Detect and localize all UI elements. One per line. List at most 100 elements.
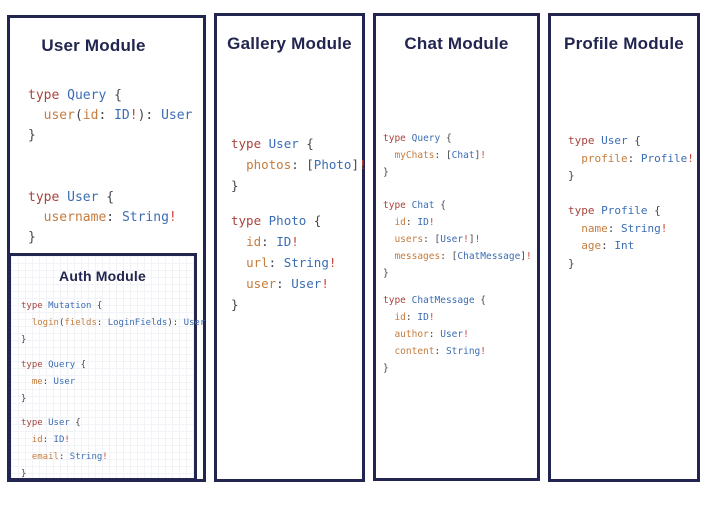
code-token [383, 251, 394, 262]
code-token [383, 312, 394, 323]
code-token: type [28, 88, 60, 103]
code-line: type Photo { [231, 210, 336, 231]
code-line: type Query { [21, 357, 86, 374]
code-token: ID [114, 108, 130, 123]
panel-title: Profile Module [564, 34, 684, 53]
code-line: name: String! [568, 220, 667, 238]
code-token: username [43, 210, 107, 225]
code-token: Chat [451, 150, 475, 161]
code-token: { [647, 204, 661, 217]
panel-chat-module: Chat Module type Query { myChats: [Chat]… [373, 13, 540, 481]
code-token [28, 108, 44, 123]
code-line: id: ID! [383, 309, 486, 326]
code-token: Query [48, 360, 76, 370]
code-token: User [601, 134, 628, 147]
code-token: ): [137, 108, 162, 123]
code-token: Query [411, 133, 441, 144]
code-token: type [383, 295, 406, 306]
code-line: } [231, 294, 336, 315]
code-line: type Query { [383, 130, 486, 147]
code-line: type User { [568, 132, 694, 150]
code-token: } [383, 363, 389, 374]
code-line: photos: [Photo]! [231, 154, 366, 175]
code-token: id [82, 108, 99, 123]
code-block: type Profile { name: String! age: Int} [568, 202, 667, 272]
code-token: Mutation [48, 301, 92, 311]
code-token [231, 276, 246, 291]
code-token: : [ [434, 150, 452, 161]
code-token: author [394, 329, 429, 340]
code-token: ChatMessage [411, 295, 475, 306]
code-line: login(fields: LoginFields): User [21, 315, 205, 332]
code-token: : [42, 435, 54, 445]
code-token: : [106, 210, 122, 225]
code-token [383, 346, 394, 357]
code-token: me [31, 377, 43, 387]
panel-title: User Module [41, 36, 146, 55]
code-token: login [31, 318, 59, 328]
code-line: type User { [231, 133, 367, 154]
code-token: ] [474, 150, 481, 161]
code-token [383, 329, 394, 340]
code-token: : [601, 239, 615, 252]
code-token [383, 234, 394, 245]
code-token: ! [687, 151, 694, 165]
code-line: } [231, 175, 367, 196]
code-token: Chat [411, 200, 435, 211]
code-token: messages [394, 251, 441, 262]
code-token [383, 150, 394, 161]
code-token: : [434, 346, 446, 357]
code-token: ! [480, 150, 487, 161]
code-token: Query [67, 88, 107, 103]
code-token: } [231, 178, 239, 193]
code-line: type Chat { [383, 197, 532, 214]
code-token: { [69, 418, 81, 428]
code-line: } [383, 265, 532, 282]
code-line: } [28, 126, 192, 146]
code-token: String [621, 221, 661, 235]
code-token: { [98, 190, 115, 205]
code-token: { [627, 134, 641, 147]
code-token: { [306, 213, 322, 228]
code-token: } [21, 469, 27, 479]
code-token: } [231, 297, 239, 312]
code-token: : [405, 312, 418, 323]
code-token: : [428, 329, 441, 340]
code-token [568, 152, 581, 165]
code-block: type Mutation { login(fields: LoginField… [21, 298, 205, 349]
code-token [231, 255, 246, 270]
code-token: age [581, 239, 602, 252]
code-token [261, 213, 269, 228]
panel-title: Gallery Module [227, 34, 352, 53]
code-token [28, 210, 44, 225]
code-token: type [231, 213, 262, 228]
code-token: User [440, 234, 464, 245]
code-token: String [69, 452, 103, 462]
code-token: Profile [640, 151, 688, 165]
code-token: ! [129, 108, 138, 123]
code-token: ] [351, 157, 359, 172]
code-token: { [474, 295, 486, 306]
code-token: } [383, 167, 389, 178]
code-line: } [568, 255, 667, 273]
code-token: type [383, 200, 406, 211]
code-token: : [607, 221, 621, 235]
code-line: myChats: [Chat]! [383, 147, 486, 164]
code-token: { [434, 200, 446, 211]
code-token: : [ [291, 157, 314, 172]
code-token: : [98, 108, 115, 123]
code-token: : [261, 234, 277, 249]
code-token: : [ [423, 234, 441, 245]
code-block: type User { photos: [Photo]!} [231, 133, 367, 196]
code-token: User [183, 318, 206, 328]
code-block: type Query { me: User} [21, 357, 86, 408]
code-token: ! [428, 217, 435, 228]
code-token: Int [614, 239, 635, 252]
code-token: } [568, 169, 575, 182]
code-token: name [581, 221, 608, 235]
code-line: id: ID! [231, 231, 336, 252]
code-token: User [268, 136, 299, 151]
code-token: photos [246, 157, 292, 172]
code-token: : [627, 151, 641, 165]
code-token: { [91, 301, 103, 311]
